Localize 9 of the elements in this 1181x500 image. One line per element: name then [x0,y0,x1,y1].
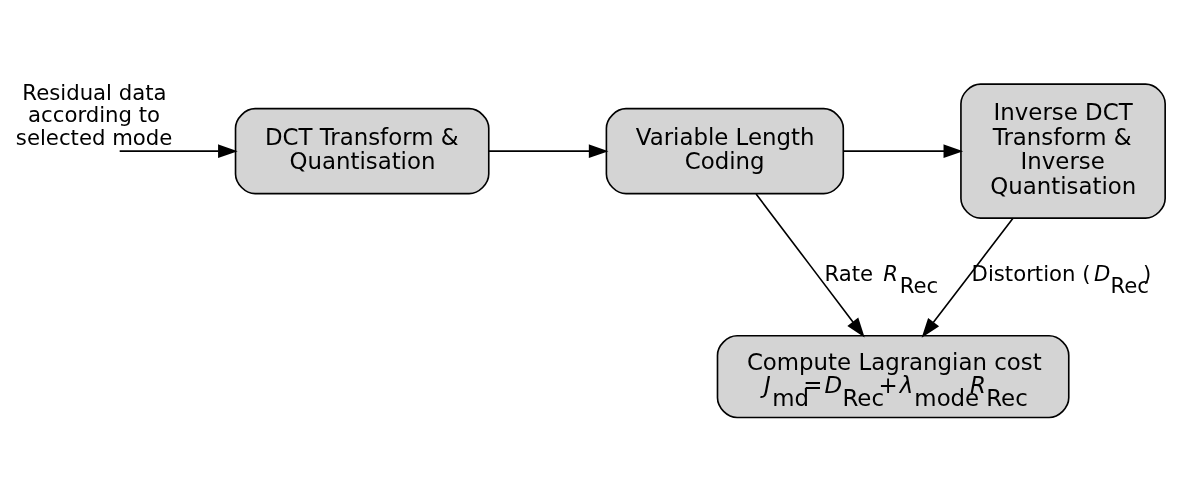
arrow [488,144,609,158]
node-box: DCT Transform & Quantisation [234,107,490,195]
arrow [921,217,1014,338]
arrow [842,144,964,158]
node-box: Variable Length Coding [605,107,845,195]
node-box: Inverse DCT Transform & Inverse Quantisation [960,83,1166,219]
arrow [755,193,865,338]
edge-label: Residual data according to selected mode [15,79,173,151]
arrow [118,144,238,158]
